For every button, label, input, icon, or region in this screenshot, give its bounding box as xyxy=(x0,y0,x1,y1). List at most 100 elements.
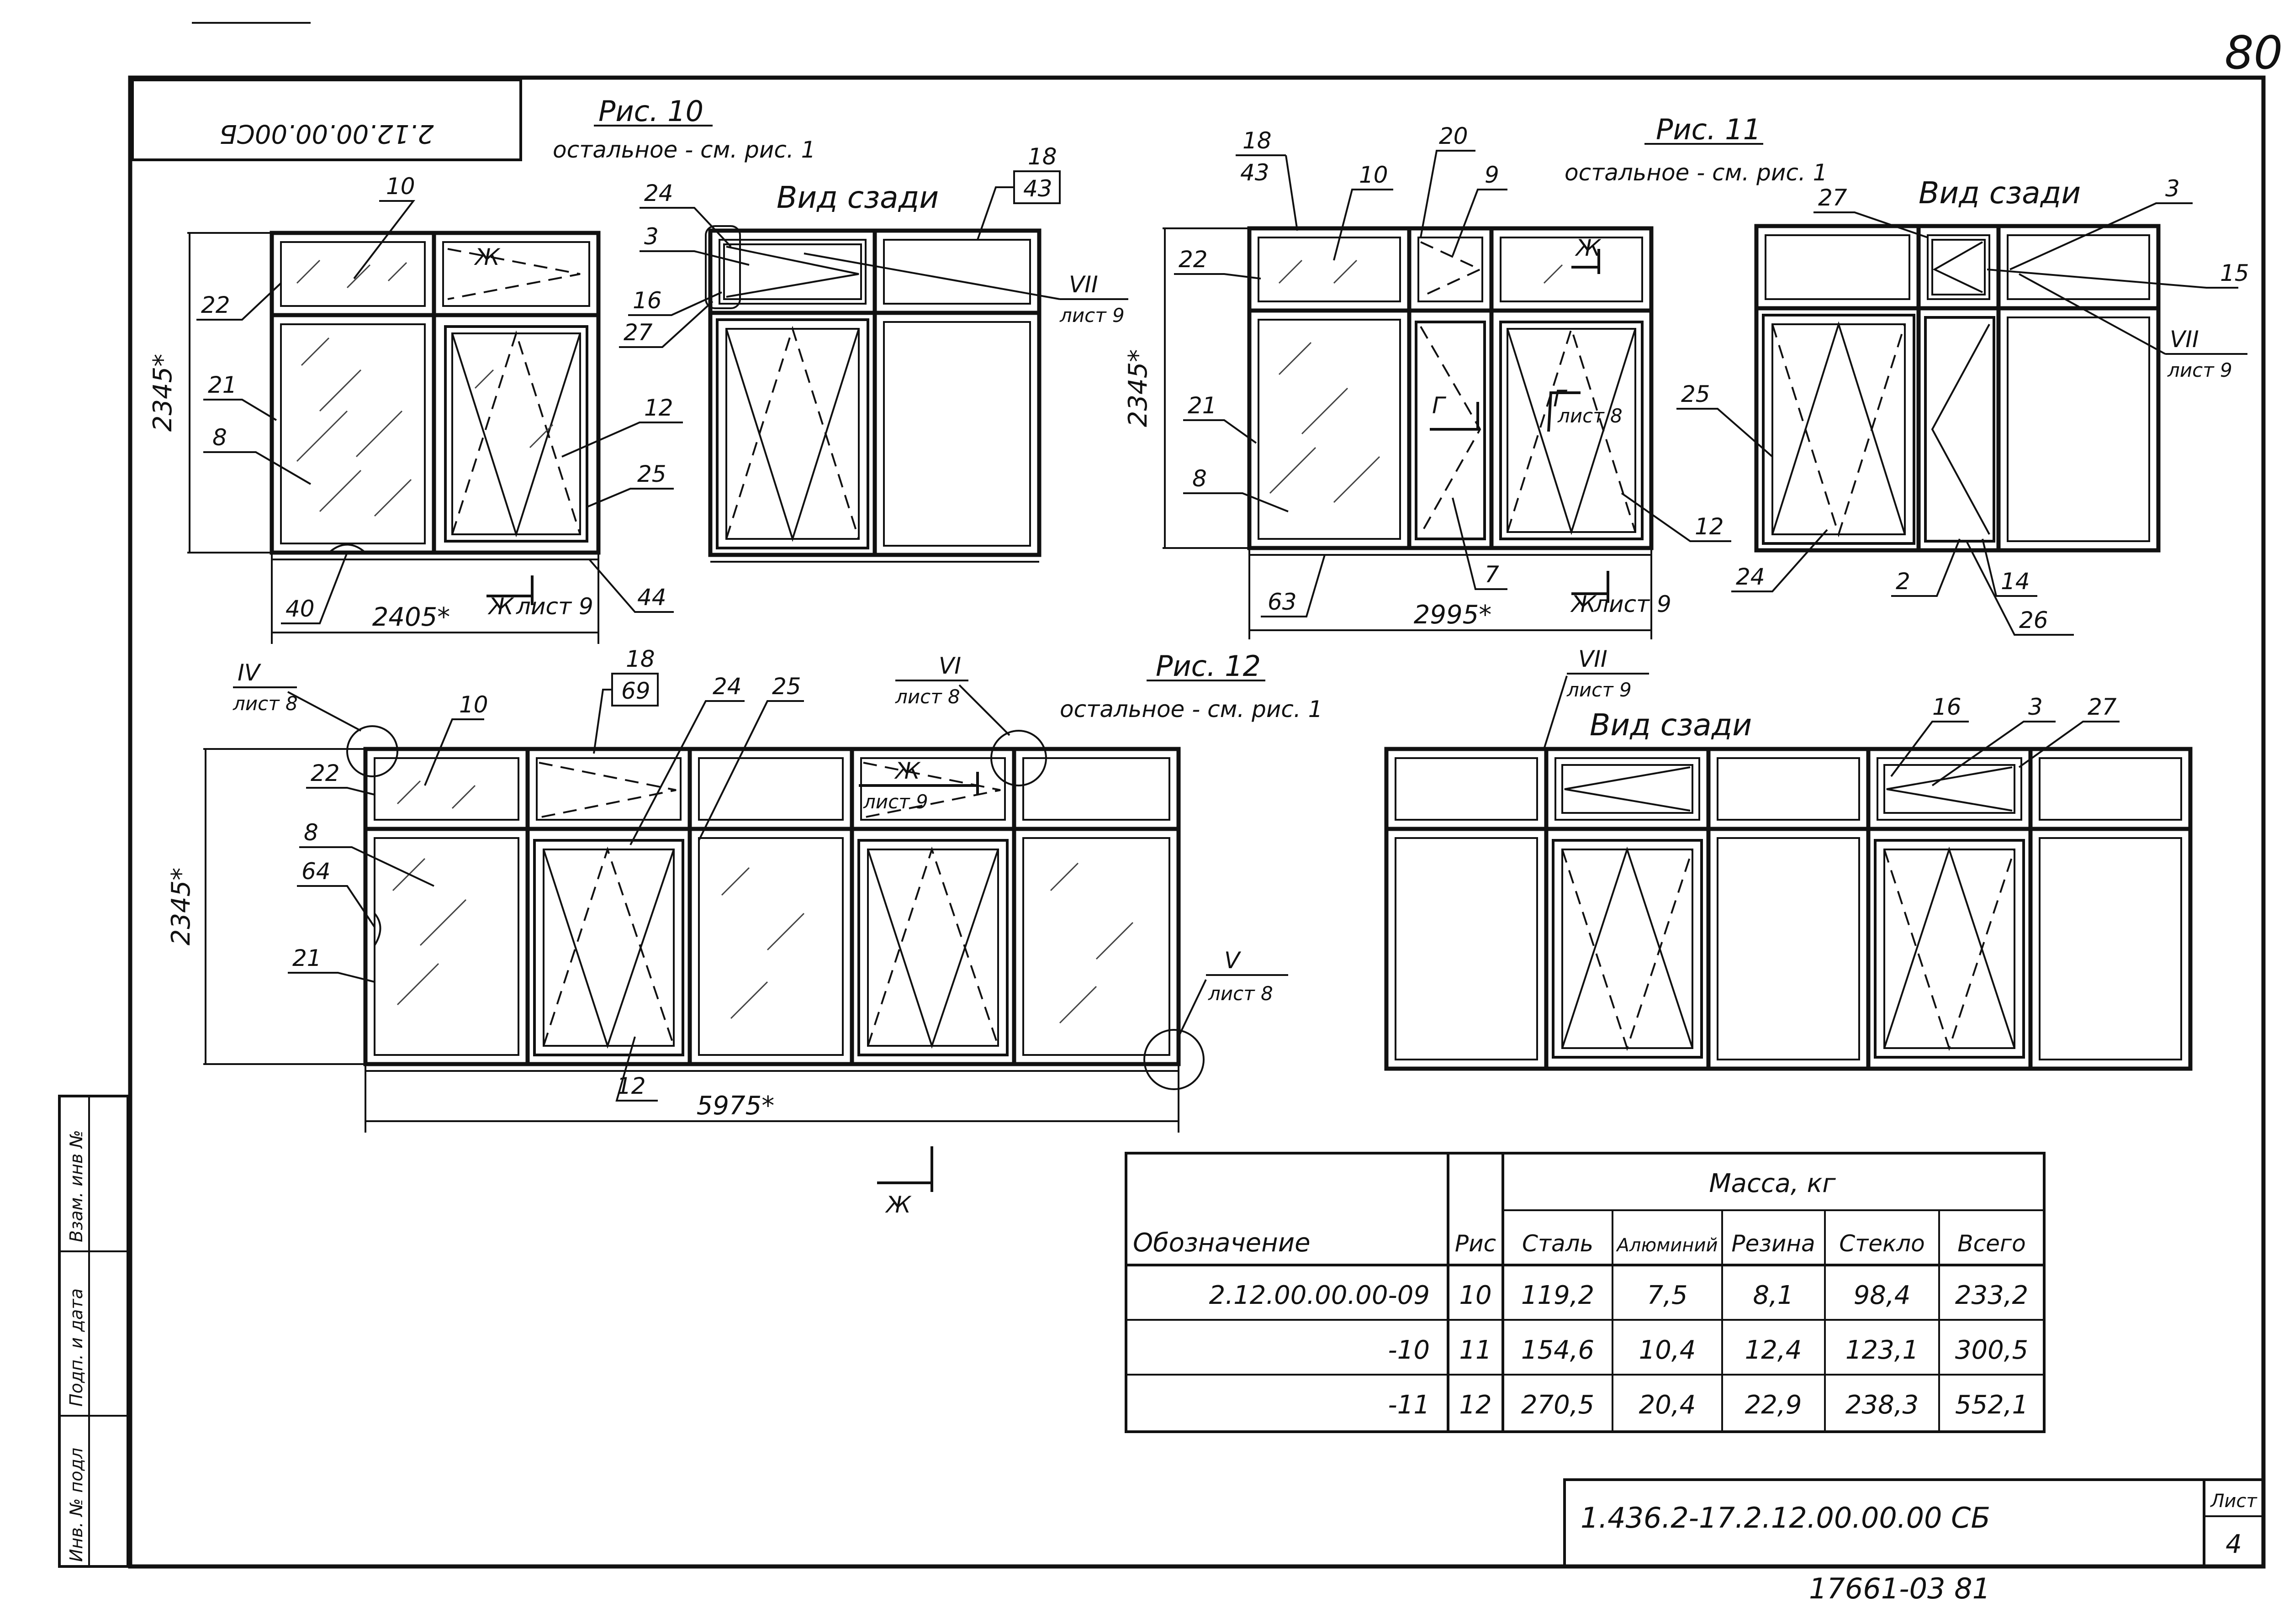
fig10-section-label: Ж xyxy=(487,593,514,620)
row1-total: 233,2 xyxy=(1955,1281,2028,1310)
fig12-back-pane-t2 xyxy=(1554,757,1700,821)
fig12-dim-width: 5975* xyxy=(697,1091,775,1121)
fig10-back-pane-tl xyxy=(719,239,867,305)
fig12-label-10: 10 xyxy=(459,691,488,718)
fig11-pane-tm xyxy=(1417,237,1483,302)
fig11-section-sheet: лист 9 xyxy=(1594,591,1671,617)
fig10-sash-open-dashed xyxy=(451,330,581,535)
list-number: 4 xyxy=(2226,1529,2242,1559)
fig12-label-18: 18 xyxy=(626,646,655,672)
fig11-sash-glass xyxy=(1507,328,1636,533)
fig12-pane-t2 xyxy=(536,757,682,821)
fig12-back-sash-2 xyxy=(1874,839,2025,1059)
row3-aluminium: 20,4 xyxy=(1639,1390,1696,1420)
fig11-leader-24 xyxy=(1731,529,1828,592)
fig12-leader-18 xyxy=(593,689,612,754)
row3-fig: 12 xyxy=(1459,1390,1491,1420)
fig12-back-vent-1-open xyxy=(1564,766,1691,812)
fig10-pane-top-right xyxy=(442,241,590,307)
fig12-sash-1-solid xyxy=(543,849,675,1049)
fig12-leader-21 xyxy=(288,972,375,983)
fig10-sash xyxy=(444,325,588,543)
fig11-g2-mark xyxy=(1547,391,1581,432)
fig12-pane-t4 xyxy=(860,757,1006,821)
fig10-title: Рис. 10 xyxy=(598,95,703,128)
page-number: 80 xyxy=(2225,26,2283,79)
fig10-leader-22 xyxy=(196,282,282,321)
fig11-ref-roman: VII xyxy=(2170,326,2199,353)
fig11-back-narrow-sash xyxy=(1924,316,1995,543)
fig10-leader-3 xyxy=(640,250,750,266)
fig12-back-sash-2-glass xyxy=(1883,849,2015,1049)
fig12-detail-v xyxy=(1143,1029,1205,1090)
fig11-back-narrow-open xyxy=(1931,324,1990,535)
fig10-leader-10 xyxy=(353,200,416,279)
fig12-pane-b3 xyxy=(698,837,844,1056)
col-header-rubber: Резина xyxy=(1731,1230,1815,1257)
fig11-leader-9 xyxy=(1452,189,1507,256)
fig11-leader-25 xyxy=(1676,408,1773,458)
fig10-pane-top-left xyxy=(280,241,426,307)
fig10-note: остальное - см. рис. 1 xyxy=(553,137,815,163)
fig11-leader-14 xyxy=(1982,538,2037,597)
fig11-pane-tl xyxy=(1258,237,1401,302)
fig10-leader-25 xyxy=(587,488,674,508)
fig12-ref-v: V xyxy=(1224,947,1242,974)
fig10-label-3: 3 xyxy=(644,223,659,250)
fig12-sash-1-glass xyxy=(543,849,675,1047)
col-header-total: Всего xyxy=(1957,1230,2025,1257)
fig12-label-27: 27 xyxy=(2088,694,2117,720)
fig10-leader-8 xyxy=(203,451,312,485)
fig12-back-pane-t3 xyxy=(1717,757,1860,821)
fig10-label-10: 10 xyxy=(386,173,415,200)
fig12-pane-b5 xyxy=(1022,837,1170,1056)
fig11-label-g1: Г xyxy=(1432,392,1447,419)
fig11-glass-hatch xyxy=(1269,259,1563,503)
fig12-vent-t4-dashed xyxy=(863,762,1001,818)
fig12-leader-64 xyxy=(297,885,375,928)
fig10-leader-44 xyxy=(588,559,674,613)
fig12-label-64: 64 xyxy=(301,858,331,885)
fig11-dim-height: 2345* xyxy=(1123,349,1153,427)
fig11-sash-open-dashed xyxy=(1507,326,1636,533)
fig10-label-40: 40 xyxy=(286,596,315,622)
fig11-label-27: 27 xyxy=(1818,185,1847,211)
mass-table-border xyxy=(1125,1152,2046,1433)
fig10-label-43: 43 xyxy=(1023,175,1052,202)
fig12-leader-22 xyxy=(306,787,375,796)
fig11-leader-3 xyxy=(2009,202,2193,270)
fig11-narrow-dashed xyxy=(1420,326,1481,535)
fig12-sash-2 xyxy=(857,839,1009,1056)
fig10-leader-18 xyxy=(977,186,1014,240)
fig12-inner-ref: Ж xyxy=(894,758,921,784)
fig10-detail-mark xyxy=(705,225,741,309)
fig11-label-21: 21 xyxy=(1188,392,1217,419)
fig10-label-27: 27 xyxy=(624,319,653,346)
fig10-leader-27 xyxy=(619,301,714,348)
fig11-ref-sheet: лист 9 xyxy=(2167,359,2232,381)
fig11-label-3: 3 xyxy=(2165,175,2180,202)
fig11-leader-10 xyxy=(1333,189,1393,261)
fig10-ref-sheet: лист 9 xyxy=(1059,304,1125,327)
fig10-sill-detail xyxy=(328,543,366,554)
col-header-glass: Стекло xyxy=(1839,1230,1925,1257)
fig11-leader-8 xyxy=(1183,492,1289,512)
fig12-back-outer xyxy=(1384,747,2193,1071)
row3-glass: 238,3 xyxy=(1845,1390,1919,1420)
side-stamp-text-3: Инв. № подл xyxy=(66,1448,86,1562)
fig11-g-sheet: лист 8 xyxy=(1557,405,1623,427)
fig11-label-g2: Г xyxy=(1553,385,1568,412)
fig12-label-3: 3 xyxy=(2028,694,2043,720)
fig12-sash-2-dashed xyxy=(867,846,999,1046)
fig11-leader-22 xyxy=(1174,273,1261,279)
fig12-label-16: 16 xyxy=(1932,694,1961,720)
fig10-label-24: 24 xyxy=(644,180,673,206)
fig12-sash-1-dashed xyxy=(543,846,675,1046)
fig10-sash-open-solid xyxy=(451,333,581,538)
fig12-note: остальное - см. рис. 1 xyxy=(1060,696,1322,722)
fig11-leader-7 xyxy=(1452,497,1507,590)
fig12-back-view xyxy=(1384,747,2193,1071)
row1-designation: 2.12.00.00.00-09 xyxy=(1209,1281,1430,1310)
row3-total: 552,1 xyxy=(1955,1390,2028,1420)
fig10-ref-roman: VII xyxy=(1069,271,1098,298)
